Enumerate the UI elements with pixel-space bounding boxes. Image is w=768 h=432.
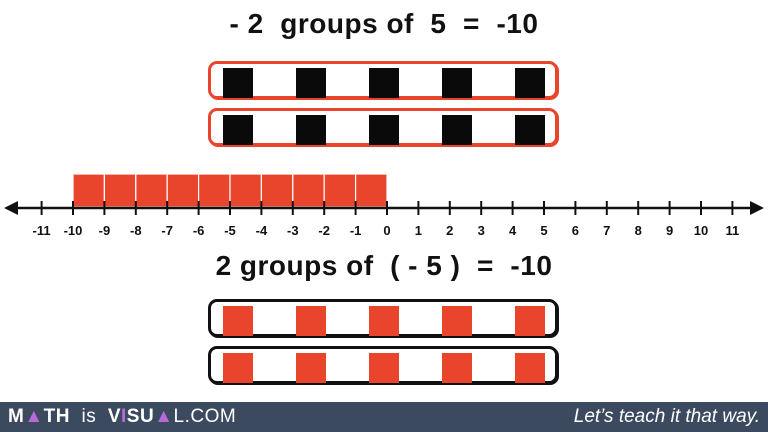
counter-square [296,353,326,383]
shaded-unit [292,173,325,208]
tick-label: 2 [446,223,453,238]
tick-label: 7 [603,223,610,238]
tick-label: 8 [635,223,642,238]
counter-square [296,115,326,145]
tick-label: -7 [161,223,173,238]
tick-label: 5 [540,223,547,238]
counter-square [442,306,472,336]
counter-square [369,115,399,145]
counter-square [515,306,545,336]
counter-square [223,115,253,145]
counter-square [369,68,399,98]
bottom-group-2 [208,346,558,384]
tick-label: -8 [130,223,142,238]
counter-square [442,115,472,145]
tick-label: -11 [33,223,51,238]
tick-label: -2 [318,223,330,238]
tick-label: 4 [509,223,517,238]
bottom-group-1 [208,299,558,337]
tick-label: -3 [287,223,299,238]
counter-square [515,115,545,145]
shaded-unit [166,173,200,208]
counter-square [296,68,326,98]
counter-square [515,68,545,98]
tick-label: 0 [383,223,390,238]
brand-logo: M▲TH is VISU▲L.COM [8,406,237,427]
counter-square [515,353,545,383]
tick-label: 9 [666,223,673,238]
tick-label: -5 [224,223,236,238]
counter-square [442,68,472,98]
counter-square [223,353,253,383]
shaded-unit [103,173,137,208]
tagline: Let’s teach it that way. [573,406,760,427]
counter-square [223,68,253,98]
counter-square [369,353,399,383]
top-group-2 [208,108,558,146]
tick-label: 3 [478,223,485,238]
tick-label: 10 [694,223,708,238]
footer-bar: M▲TH is VISU▲L.COM Let’s teach it that w… [0,402,768,432]
counter-square [369,306,399,336]
tick-label: -10 [64,223,83,238]
shaded-unit [135,173,168,208]
tick-label: -4 [256,223,268,238]
top-group-1 [208,61,558,99]
tick-label: 11 [726,223,740,238]
shaded-unit [355,173,388,208]
bottom-equation: 2 groups of ( - 5 ) = -10 [215,250,553,281]
tick-label: -6 [193,223,205,238]
counter-square [223,306,253,336]
left-arrow-icon [4,201,18,215]
right-arrow-icon [750,201,764,215]
shaded-unit [72,173,105,208]
tick-label: 1 [415,223,422,238]
shaded-unit [229,173,262,208]
top-equation: - 2 groups of 5 = -10 [229,8,539,39]
counter-square [296,306,326,336]
tick-label: -9 [99,223,111,238]
shaded-unit [198,173,231,208]
counter-square [442,353,472,383]
tick-label: -1 [350,223,362,238]
tick-label: 6 [572,223,579,238]
shaded-unit [323,173,357,208]
shaded-unit [260,173,294,208]
